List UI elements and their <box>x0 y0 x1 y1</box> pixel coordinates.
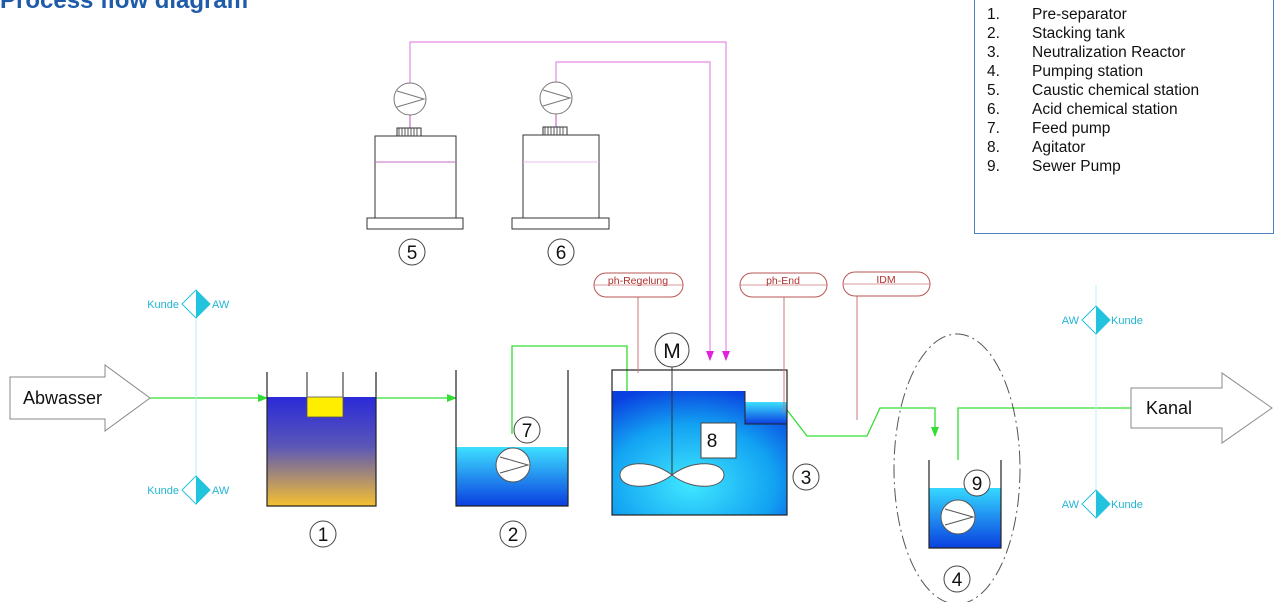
instrument-label: ph-End <box>766 275 800 287</box>
marker-4: 4 <box>952 570 963 591</box>
marker-2: 2 <box>508 525 519 546</box>
legend-item: 7.Feed pump <box>987 120 1111 137</box>
marker-6: 6 <box>556 243 567 264</box>
legend-box: 1.Pre-separator 2.Stacking tank 3.Neutra… <box>974 0 1274 234</box>
legend-item: 2.Stacking tank <box>987 25 1126 42</box>
caustic-dosing-pump-icon <box>393 82 427 116</box>
legend-item: 8.Agitator <box>987 139 1086 156</box>
pumping-station-boundary <box>893 333 1021 602</box>
valve-label-kunde: Kunde <box>1111 499 1143 511</box>
inlet-label: Abwasser <box>23 388 102 408</box>
valve-label-aw: AW <box>1062 315 1080 327</box>
valve-label-aw: AW <box>212 485 230 497</box>
instrument-label: IDM <box>876 274 895 286</box>
pumping-station: 9 4 <box>893 333 1021 602</box>
legend-item: 3.Neutralization Reactor <box>987 44 1186 61</box>
valve-label-kunde: Kunde <box>147 485 179 497</box>
inlet-valve-bottom[interactable]: Kunde AW <box>147 475 230 505</box>
agitator-motor-icon <box>654 332 690 368</box>
outlet-valve-top[interactable]: AW Kunde <box>1062 305 1143 335</box>
legend-item: 1.Pre-separator <box>987 6 1127 23</box>
sewer-pump-icon <box>940 499 976 535</box>
instrument-ph-end[interactable]: ph-End <box>739 272 828 298</box>
process-flow-lines <box>150 345 1139 460</box>
reactor-outlet-line <box>786 407 939 437</box>
valve-label-kunde: Kunde <box>1111 315 1143 327</box>
caustic-chemical-station: 5 <box>366 82 464 266</box>
stacking-tank: 7 2 <box>455 370 569 548</box>
sewer-pump-line <box>957 407 1139 460</box>
feed-pump-line <box>511 345 631 434</box>
legend-item: 6.Acid chemical station <box>987 101 1178 118</box>
valve-label-aw: AW <box>1062 499 1080 511</box>
page-title: Process flow diagram <box>0 0 249 14</box>
pre-separator: 1 <box>266 372 377 548</box>
outlet-arrow: Kanal <box>1130 372 1273 444</box>
instrument-label: ph-Regelung <box>608 275 668 287</box>
agitator-impeller-icon <box>619 463 725 487</box>
valve-label-kunde: Kunde <box>147 299 179 311</box>
legend-item: 4.Pumping station <box>987 63 1144 80</box>
caustic-tank <box>374 135 457 219</box>
outlet-label: Kanal <box>1146 398 1192 418</box>
instrument-ph-regelung[interactable]: ph-Regelung <box>593 272 684 298</box>
pre-separator-insert <box>306 396 344 418</box>
marker-1: 1 <box>318 525 329 546</box>
instrument-idm[interactable]: IDM <box>842 271 931 297</box>
marker-8: 8 <box>707 431 718 452</box>
caustic-tank-base <box>366 217 464 230</box>
instrument-lines <box>637 296 858 420</box>
inlet-arrow: Abwasser <box>9 364 151 432</box>
legend-item: 5.Caustic chemical station <box>987 82 1200 99</box>
marker-3: 3 <box>801 468 812 489</box>
valve-label-aw: AW <box>212 299 230 311</box>
acid-tank-base <box>511 217 610 230</box>
feed-pump-icon <box>495 447 531 483</box>
acid-dosing-pump-icon <box>539 81 573 115</box>
outlet-valve-bottom[interactable]: AW Kunde <box>1062 489 1143 519</box>
marker-5: 5 <box>407 243 418 264</box>
marker-7: 7 <box>522 421 533 442</box>
motor-label: M <box>663 340 681 363</box>
inlet-valve-top[interactable]: Kunde AW <box>147 289 230 319</box>
acid-tank <box>522 134 600 219</box>
legend-item: 9.Sewer Pump <box>987 158 1121 175</box>
neutralization-reactor: M 8 3 <box>611 332 820 516</box>
acid-chemical-station: 6 <box>511 81 610 266</box>
marker-9: 9 <box>972 474 983 495</box>
